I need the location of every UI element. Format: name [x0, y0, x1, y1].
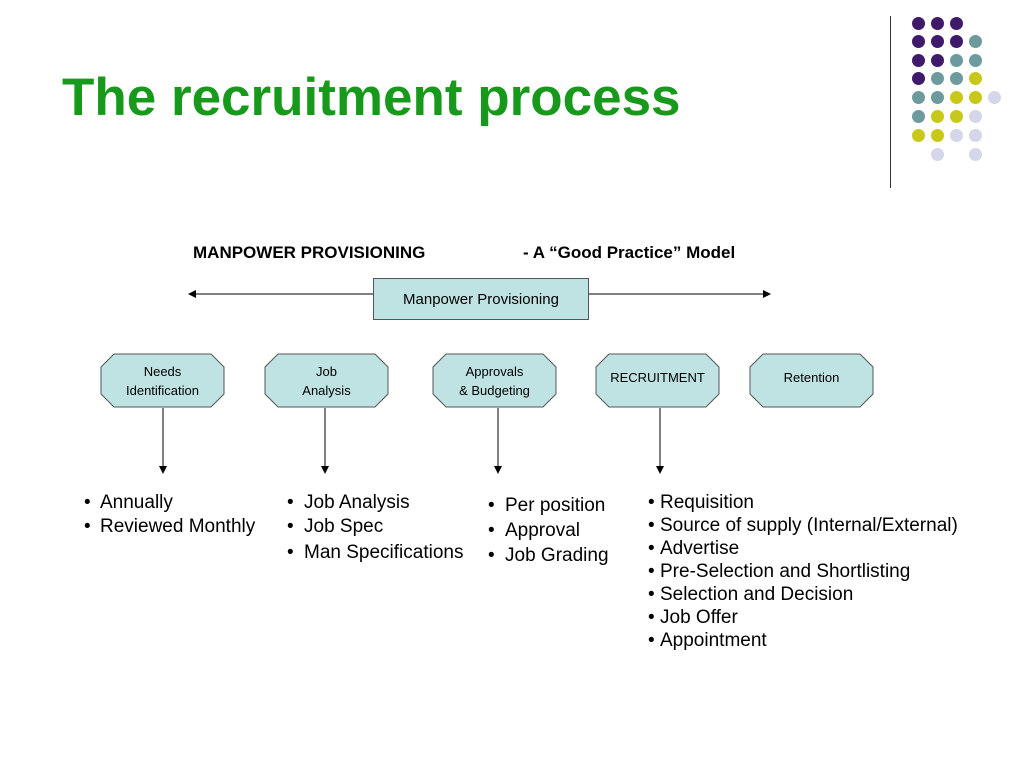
recruitment-list: •Requisition •Source of supply (Internal…	[648, 491, 958, 652]
octagon-shape	[264, 353, 389, 408]
octagon-shape	[749, 353, 874, 408]
approvals-list: •Per position •Approval •Job Grading	[488, 493, 609, 568]
list-item: •Job Analysis	[287, 492, 410, 513]
grid-dot	[969, 72, 982, 85]
grid-dot	[950, 54, 963, 67]
grid-dot	[969, 54, 982, 67]
grid-dot	[950, 110, 963, 123]
grid-dot	[950, 91, 963, 104]
stage-label: RECRUITMENT	[610, 370, 705, 385]
octagon-shape	[100, 353, 225, 408]
list-item: •Man Specifications	[287, 542, 464, 563]
grid-dot	[969, 35, 982, 48]
grid-dot	[931, 72, 944, 85]
list-item: •Pre-Selection and Shortlisting	[648, 561, 911, 582]
grid-dot	[912, 110, 925, 123]
grid-dot	[931, 110, 944, 123]
divider-line	[890, 16, 891, 188]
stage-approvals-budgeting: Approvals & Budgeting	[432, 353, 557, 408]
slide-title: The recruitment process	[62, 68, 681, 127]
list-item: •Requisition	[648, 492, 754, 513]
stage-label: Approvals & Budgeting	[459, 363, 530, 398]
list-item: •Job Offer	[648, 607, 738, 628]
stage-job-analysis: Job Analysis	[264, 353, 389, 408]
stage-needs-identification: Needs Identification	[100, 353, 225, 408]
grid-dot	[931, 129, 944, 142]
grid-dot	[912, 72, 925, 85]
grid-dot	[912, 17, 925, 30]
grid-dot	[931, 91, 944, 104]
job-analysis-list: •Job Analysis •Job Spec •Man Specificati…	[287, 491, 463, 565]
grid-dot	[969, 129, 982, 142]
manpower-provisioning-box: Manpower Provisioning	[373, 278, 589, 320]
grid-dot	[912, 54, 925, 67]
grid-dot	[969, 148, 982, 161]
list-item: •Annually	[84, 492, 173, 513]
decorative-dot-grid	[0, 0, 1024, 200]
list-item: •Per position	[488, 495, 606, 516]
stage-recruitment: RECRUITMENT	[595, 353, 720, 408]
list-item: •Job Grading	[488, 545, 609, 566]
grid-dot	[931, 54, 944, 67]
grid-dot	[950, 72, 963, 85]
heading-good-practice-model: - A “Good Practice” Model	[523, 243, 736, 262]
stage-label: Retention	[783, 370, 840, 385]
list-item: •Reviewed Monthly	[84, 516, 256, 537]
list-item: •Advertise	[648, 538, 740, 559]
list-item: •Selection and Decision	[648, 584, 854, 605]
grid-dot	[988, 91, 1001, 104]
octagon-shape	[432, 353, 557, 408]
grid-dot	[912, 35, 925, 48]
grid-dot	[950, 35, 963, 48]
grid-dot	[950, 17, 963, 30]
grid-dot	[931, 35, 944, 48]
stage-label: Needs Identification	[126, 363, 199, 398]
stage-label: Job Analysis	[302, 363, 351, 398]
needs-list: •Annually •Reviewed Monthly	[84, 491, 255, 539]
list-item: •Appointment	[648, 630, 767, 651]
grid-dot	[912, 91, 925, 104]
list-item: •Approval	[488, 520, 580, 541]
octagon-shape	[595, 353, 720, 408]
grid-dot	[969, 91, 982, 104]
heading-manpower-provisioning: MANPOWER PROVISIONING	[193, 243, 426, 262]
grid-dot	[950, 129, 963, 142]
list-item: •Source of supply (Internal/External)	[648, 515, 958, 536]
stage-retention: Retention	[749, 353, 874, 408]
grid-dot	[969, 110, 982, 123]
grid-dot	[912, 129, 925, 142]
grid-dot	[931, 17, 944, 30]
grid-dot	[931, 148, 944, 161]
list-item: •Job Spec	[287, 516, 384, 537]
